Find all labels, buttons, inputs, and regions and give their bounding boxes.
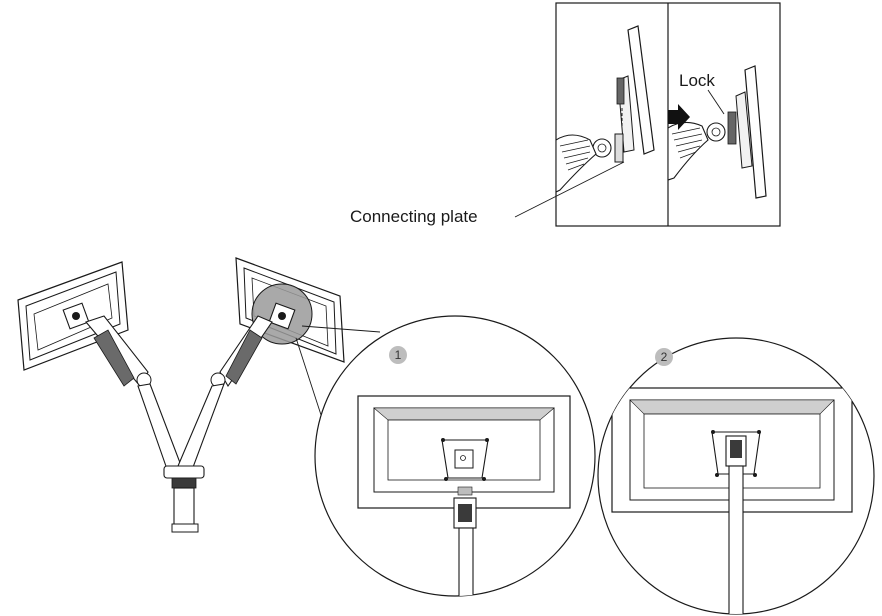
step-2-badge: [655, 348, 673, 366]
lock-label: Lock: [679, 71, 715, 90]
left-monitor: [17, 261, 129, 371]
inset-panel-before: [556, 25, 655, 193]
step-2-number: 2: [661, 350, 668, 364]
inset-panel-locked: [668, 65, 767, 199]
step-1-detail: 1: [314, 315, 596, 597]
step-2-detail: 2: [597, 337, 875, 615]
push-arrow-icon: [668, 104, 690, 130]
step-1-badge: [389, 346, 407, 364]
dual-monitor-arm: [17, 257, 381, 533]
connecting-plate-inset: Lock: [514, 2, 781, 227]
step-1-number: 1: [395, 348, 402, 362]
connecting-plate-label: Connecting plate: [350, 207, 478, 226]
